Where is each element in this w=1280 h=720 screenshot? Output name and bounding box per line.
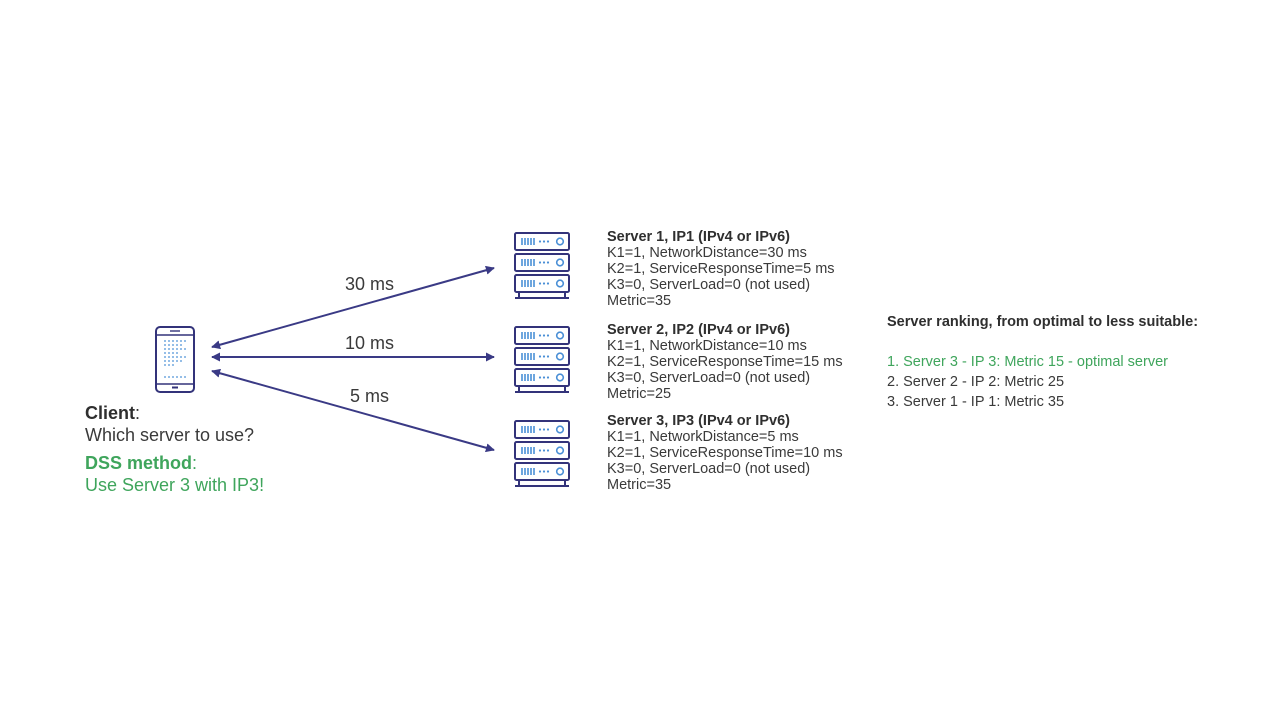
client-title: Client (85, 403, 136, 423)
server-k2: K2=1, ServiceResponseTime=10 ms (607, 445, 843, 461)
client-title-line: Client: (85, 402, 264, 424)
server-k1: K1=1, NetworkDistance=10 ms (607, 338, 807, 354)
dss-method-answer: Use Server 3 with IP3! (85, 475, 265, 495)
server-title: Server 3, IP3 (IPv4 or IPv6) (607, 413, 790, 429)
server-k1: K1=1, NetworkDistance=5 ms (607, 429, 799, 445)
server-ranking: Server ranking, from optimal to less sui… (887, 312, 1198, 412)
server-1-icon (515, 233, 569, 298)
server-metric: Metric=35 (607, 293, 672, 309)
phone-icon (155, 326, 195, 393)
server-k2: K2=1, ServiceResponseTime=15 ms (607, 354, 843, 370)
dss-method-title: DSS method (85, 453, 193, 473)
latency-label-server3: 5 ms (350, 386, 390, 406)
server-k3: K3=0, ServerLoad=0 (not used) (607, 461, 811, 477)
latency-label-server2: 10 ms (345, 333, 395, 353)
client-description: Client: Which server to use? DSS method:… (85, 402, 264, 496)
server-k3: K3=0, ServerLoad=0 (not used) (607, 277, 811, 293)
server-2-details: Server 2, IP2 (IPv4 or IPv6) K1=1, Netwo… (607, 322, 843, 402)
server-title: Server 1, IP1 (IPv4 or IPv6) (607, 229, 790, 245)
arrow-client-server1 (211, 265, 495, 350)
server-k2: K2=1, ServiceResponseTime=5 ms (607, 261, 835, 277)
client-title-colon: : (135, 403, 141, 423)
ranking-title: Server ranking, from optimal to less sui… (887, 314, 1199, 330)
dss-method-colon: : (192, 453, 198, 473)
server-k3: K3=0, ServerLoad=0 (not used) (607, 370, 811, 386)
dss-method-title-line: DSS method: (85, 452, 264, 474)
arrow-client-server3 (211, 368, 495, 453)
server-3-icon (515, 421, 569, 486)
ranking-item-3: 3. Server 1 - IP 1: Metric 35 (887, 394, 1065, 410)
server-2-icon (515, 327, 569, 392)
server-1-details: Server 1, IP1 (IPv4 or IPv6) K1=1, Netwo… (607, 229, 835, 309)
server-k1: K1=1, NetworkDistance=30 ms (607, 245, 807, 261)
latency-label-server1: 30 ms (345, 274, 395, 294)
client-question: Which server to use? (85, 425, 255, 445)
server-3-details: Server 3, IP3 (IPv4 or IPv6) K1=1, Netwo… (607, 413, 843, 493)
ranking-item-1: 1. Server 3 - IP 3: Metric 15 - optimal … (887, 354, 1168, 370)
server-metric: Metric=25 (607, 386, 672, 402)
server-title: Server 2, IP2 (IPv4 or IPv6) (607, 322, 790, 338)
server-metric: Metric=35 (607, 477, 672, 493)
ranking-item-2: 2. Server 2 - IP 2: Metric 25 (887, 374, 1065, 390)
